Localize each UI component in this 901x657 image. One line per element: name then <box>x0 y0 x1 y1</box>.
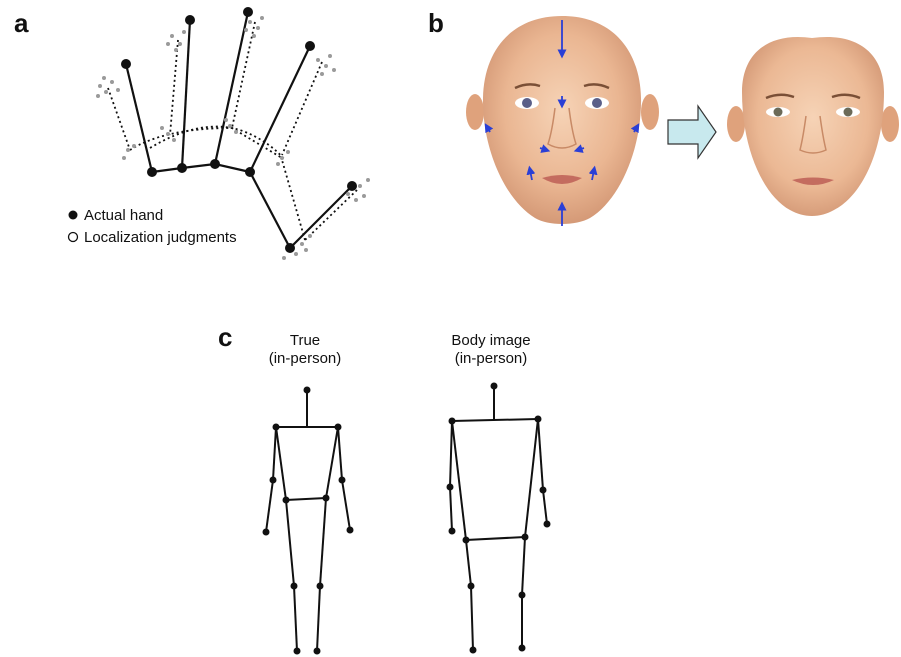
legend-actual-marker <box>69 211 78 220</box>
face-distortion-diagram <box>466 16 899 226</box>
legend-judgment-label: Localization judgments <box>84 229 237 246</box>
body-image-stick-figure <box>450 386 547 650</box>
legend-actual-label: Actual hand <box>84 207 163 224</box>
hand-legend: Actual hand Localization judgments <box>69 207 237 246</box>
true-figure-title: True <box>290 332 320 349</box>
body-image-figure-joints <box>447 383 551 654</box>
hand-localization-diagram: Actual hand Localization judgments <box>69 7 371 260</box>
true-figure-subtitle: (in-person) <box>269 350 342 367</box>
body-image-subtitle: (in-person) <box>455 350 528 367</box>
original-face-image <box>466 16 659 226</box>
body-image-diagram: True (in-person) Body image (in-person) <box>263 332 551 655</box>
transform-arrow <box>668 106 716 158</box>
distorted-face-image <box>727 37 899 216</box>
legend-judgment-marker <box>69 233 78 242</box>
body-image-title: Body image <box>451 332 530 349</box>
